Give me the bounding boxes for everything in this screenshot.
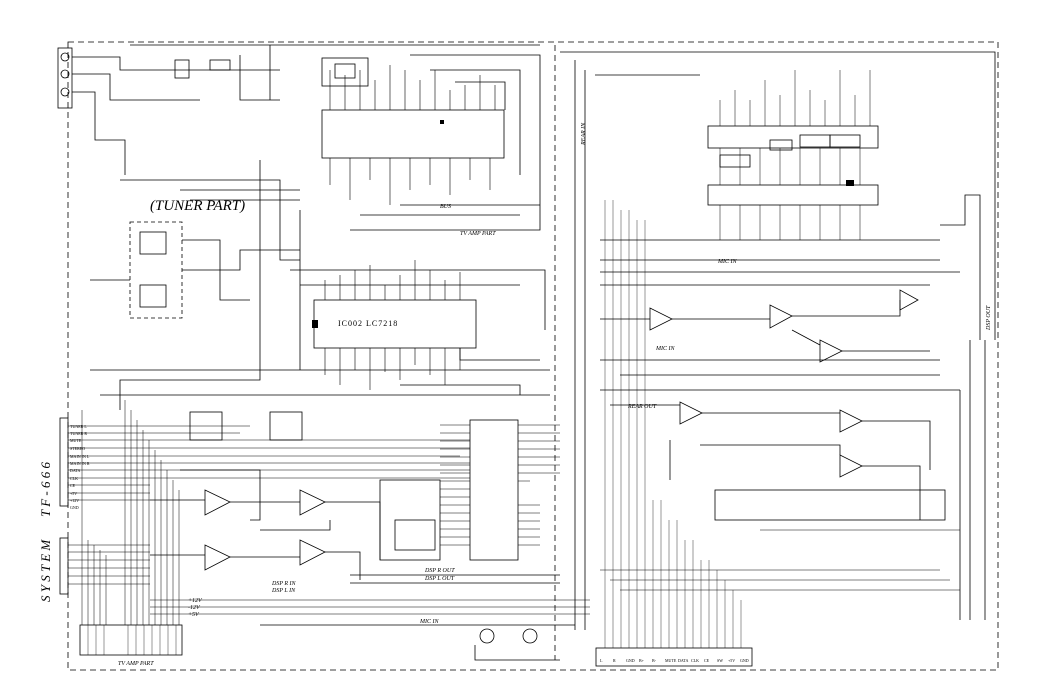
op-amp-r4 <box>899 289 919 311</box>
outer-border <box>67 41 999 671</box>
svg-text:CLK: CLK <box>70 476 78 481</box>
svg-text:MAIN IN R: MAIN IN R <box>70 461 90 466</box>
mic-in-bottom-label: MIC IN <box>419 619 439 625</box>
svg-text:B-: B- <box>652 658 657 663</box>
dsp-ic <box>469 419 519 561</box>
side-label-top: T F - 6 6 6 <box>38 461 53 517</box>
rear-out-label: REAR OUT <box>627 404 657 410</box>
bus-label: BUS <box>440 204 451 210</box>
dsp-r-out-label: DSP R OUT <box>424 568 455 574</box>
op-amp-r6 <box>839 409 863 433</box>
svg-text:+5V: +5V <box>728 658 735 663</box>
svg-text:B+: B+ <box>639 658 645 663</box>
rail-minus12: -12V <box>188 605 201 611</box>
svg-text:GND: GND <box>626 658 635 663</box>
op-amp-r1 <box>649 307 673 331</box>
svg-text:+5V: +5V <box>70 491 77 496</box>
audio-proc-ic-2 <box>707 184 879 206</box>
op-amp-r7 <box>839 454 863 478</box>
svg-text:MUTE: MUTE <box>70 438 82 443</box>
mic-in-label-2: MIC IN <box>655 346 675 352</box>
dsp-l-out-label: DSP L OUT <box>424 576 455 582</box>
left-connector <box>59 417 69 507</box>
svg-text:MUTE: MUTE <box>665 658 677 663</box>
audio-proc-ic <box>707 125 879 149</box>
antenna-terminal-block <box>57 47 73 109</box>
svg-text:TUNER L: TUNER L <box>70 424 87 429</box>
svg-text:GND: GND <box>70 505 79 510</box>
dsp-out-vertical-label: DSP OUT <box>986 305 992 331</box>
op-amp-2 <box>299 489 326 516</box>
svg-text:DATA: DATA <box>678 658 688 663</box>
svg-text:CE: CE <box>704 658 710 663</box>
left-connector-pin-labels: TUNER L TUNER R MUTE STEREO MAIN IN L MA… <box>70 424 90 510</box>
rear-in-vertical-label: REAR IN <box>581 122 587 146</box>
tv-amp-bottom-label: TV AMP PART <box>118 661 154 667</box>
rail-plus5: +5V <box>188 612 200 618</box>
svg-text:GND: GND <box>740 658 749 663</box>
svg-text:SW: SW <box>717 658 723 663</box>
bottom-connector-labels: L R GND B+ B- MUTE DATA CLK CE SW +5V GN… <box>600 658 749 663</box>
svg-text:STEREO: STEREO <box>70 446 85 451</box>
dsp-l-in-label: DSP L IN <box>271 588 296 594</box>
op-amp-3 <box>204 544 231 571</box>
dsp-r-in-label: DSP R IN <box>271 581 297 587</box>
side-label-bottom: S Y S T E M <box>38 539 53 602</box>
pll-ic-label: IC002 LC7218 <box>338 319 398 328</box>
left-connector-2 <box>59 537 69 595</box>
svg-text:DATA: DATA <box>70 468 80 473</box>
bottom-left-connector <box>79 624 183 656</box>
svg-text:CLK: CLK <box>691 658 699 663</box>
tv-amp-arrow-label: TV AMP PART <box>460 231 496 237</box>
svg-text:L: L <box>600 658 603 663</box>
svg-text:R: R <box>613 658 616 663</box>
op-amp-r5 <box>679 401 703 425</box>
rail-plus12: +12V <box>188 598 203 604</box>
tuner-ic-top <box>321 109 505 159</box>
bottom-connector <box>595 647 753 667</box>
op-amp-1 <box>204 489 231 516</box>
op-amp-r3 <box>819 339 843 363</box>
tuner-part-label: (TUNER PART) <box>150 198 245 214</box>
if-module <box>129 221 183 319</box>
svg-text:TUNER R: TUNER R <box>70 431 87 436</box>
mic-in-label: MIC IN <box>717 259 737 265</box>
svg-text:MAIN IN L: MAIN IN L <box>70 454 90 459</box>
op-amp-r2 <box>769 304 793 329</box>
op-amp-4 <box>299 539 326 566</box>
svg-text:+12V: +12V <box>70 498 79 503</box>
svg-text:CE: CE <box>70 483 76 488</box>
side-label: S Y S T E M T F - 6 6 6 <box>38 461 53 602</box>
